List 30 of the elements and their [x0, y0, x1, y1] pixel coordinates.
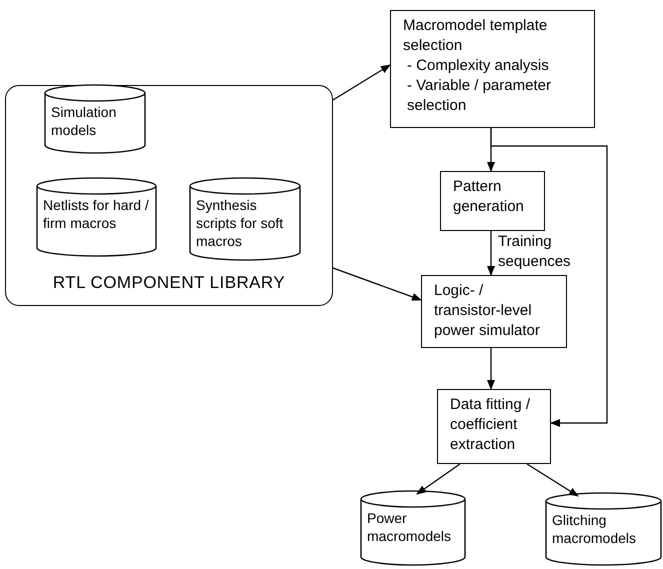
- arrow: [332, 64, 391, 101]
- arrow: [332, 267, 422, 301]
- process-box: [421, 275, 567, 348]
- process-label: - Variable / parameter selection: [406, 76, 552, 116]
- cylinder-label: Glitching macromodels: [552, 511, 638, 547]
- cylinder-label: Netlists for hard / firm macros: [43, 196, 150, 232]
- cylinder-label: Simulation models: [51, 103, 118, 139]
- arrow: [490, 128, 608, 427]
- cylinder-label: Power macromodels: [367, 509, 452, 545]
- group-title: RTL COMPONENT LIBRARY: [52, 272, 286, 294]
- arrow: [487, 348, 495, 390]
- process-label: - Complexity analysis: [406, 56, 550, 76]
- process-label: Logic- / transistor-level power simulator: [434, 281, 541, 341]
- process-label: Data fitting / coefficient extraction: [450, 395, 532, 455]
- arrow: [526, 464, 579, 497]
- arrow: [416, 464, 460, 495]
- process-box: [390, 10, 595, 128]
- cylinder-label: Synthesis scripts for soft macros: [196, 196, 284, 250]
- process-box: [437, 389, 551, 464]
- edge-label: Training sequences: [498, 232, 572, 272]
- database-cylinder: [360, 490, 466, 566]
- process-label: Pattern generation: [453, 177, 525, 217]
- database-cylinder: [36, 177, 157, 257]
- process-box: [440, 171, 545, 231]
- process-label: Macromodel template selection: [403, 16, 548, 56]
- database-cylinder: [44, 84, 146, 154]
- arrow: [487, 231, 495, 276]
- database-cylinder: [545, 492, 662, 566]
- database-cylinder: [189, 177, 301, 261]
- library-group-box: [5, 85, 333, 306]
